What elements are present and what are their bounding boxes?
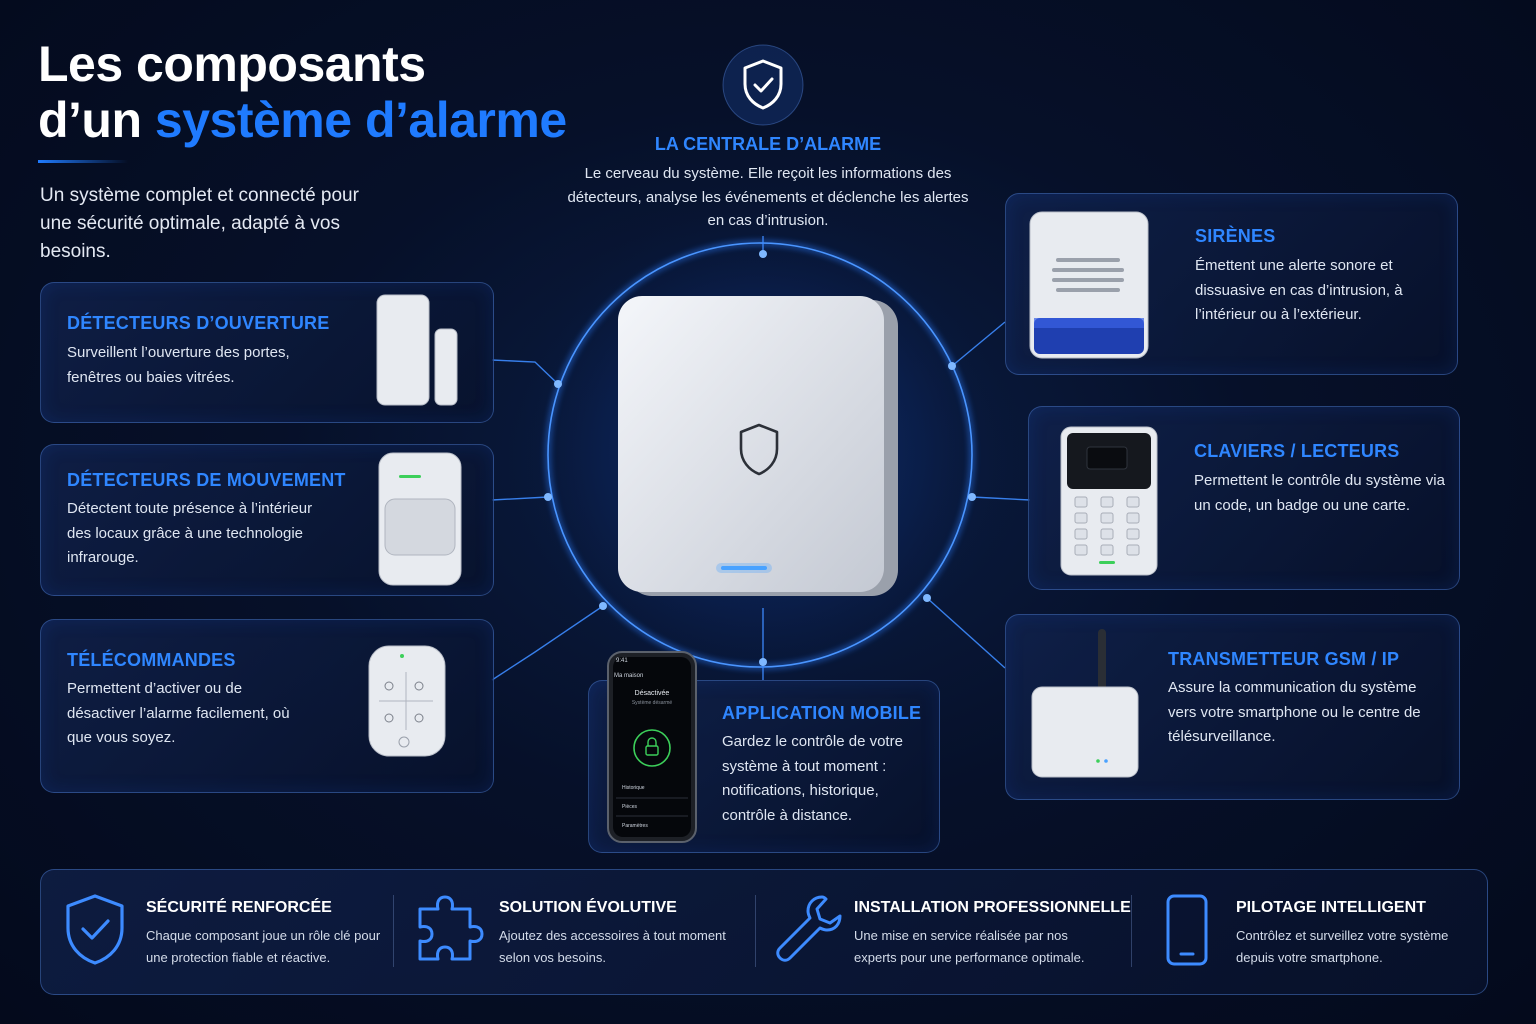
- phone-time: 9:41: [616, 658, 628, 664]
- phone-status: Désactivée: [634, 690, 670, 697]
- motion-detectors-title: DÉTECTEURS DE MOUVEMENT: [67, 470, 346, 490]
- opening-detectors-title: DÉTECTEURS D’OUVERTURE: [67, 313, 330, 333]
- card-sirens: SIRÈNES Émettent une alerte sonore et di…: [1005, 193, 1458, 375]
- central-text: Le cerveau du système. Elle reçoit les i…: [567, 165, 969, 229]
- siren-icon: [1029, 211, 1149, 359]
- card-motion-detectors: DÉTECTEURS DE MOUVEMENT Détectent toute …: [40, 444, 494, 596]
- phone-menu-item: Historique: [622, 785, 645, 791]
- smartphone-icon: [1166, 894, 1208, 966]
- remotes-text: Permettent d’activer ou de désactiver l’…: [67, 680, 290, 746]
- motion-detectors-text: Détectent toute présence à l’intérieur d…: [67, 500, 313, 566]
- remotes-title: TÉLÉCOMMANDES: [67, 650, 236, 670]
- mobile-app-title: APPLICATION MOBILE: [722, 703, 922, 723]
- page-title: Les composants d’un système d’alarme: [38, 36, 567, 148]
- sirens-text: Émettent une alerte sonore et dissuasive…: [1195, 257, 1403, 323]
- title-line-2: d’un système d’alarme: [38, 92, 567, 148]
- card-transmitter: TRANSMETTEUR GSM / IP Assure la communic…: [1005, 614, 1460, 800]
- alarm-central-device: [618, 296, 898, 596]
- title-prefix: d’un: [38, 92, 155, 148]
- transmitter-title: TRANSMETTEUR GSM / IP: [1168, 649, 1400, 669]
- title-underline: [38, 160, 128, 163]
- feature-title: INSTALLATION PROFESSIONNELLE: [854, 899, 1131, 916]
- phone-status-sub: Système désarmé: [631, 700, 673, 706]
- feature-text: Ajoutez des accessoires à tout moment se…: [499, 928, 726, 965]
- feature-title: SOLUTION ÉVOLUTIVE: [499, 899, 677, 916]
- gsm-transmitter-icon: [1031, 629, 1139, 778]
- opening-detectors-text: Surveillent l’ouverture des portes, fenê…: [67, 344, 290, 386]
- feature-text: Chaque composant joue un rôle clé pour u…: [146, 928, 381, 965]
- feature-text: Contrôlez et surveillez votre système de…: [1236, 928, 1449, 965]
- feature-divider: [1131, 895, 1132, 967]
- mobile-app-text: Gardez le contrôle de votre système à to…: [722, 733, 903, 824]
- remote-control-icon: [368, 645, 446, 757]
- keypad-icon: [1060, 426, 1158, 576]
- shield-check-icon: [66, 894, 124, 965]
- card-remotes: TÉLÉCOMMANDES Permettent d’activer ou de…: [40, 619, 494, 793]
- feature-title: PILOTAGE INTELLIGENT: [1236, 899, 1426, 916]
- central-shield-icon: [722, 44, 804, 126]
- phone-menu-item: Paramètres: [622, 823, 648, 829]
- puzzle-icon: [418, 895, 484, 961]
- feature-title: SÉCURITÉ RENFORCÉE: [146, 899, 332, 916]
- wrench-icon: [776, 895, 842, 962]
- title-line-1: Les composants: [38, 36, 426, 92]
- phone-menu-item: Pièces: [622, 804, 638, 810]
- card-keypads: CLAVIERS / LECTEURS Permettent le contrô…: [1028, 406, 1460, 590]
- keypads-title: CLAVIERS / LECTEURS: [1194, 441, 1400, 461]
- card-opening-detectors: DÉTECTEURS D’OUVERTURE Surveillent l’ouv…: [40, 282, 494, 423]
- door-sensor-icon: [376, 294, 458, 406]
- feature-text: Une mise en service réalisée par nos exp…: [854, 928, 1085, 965]
- phone-home-label: Ma maison: [614, 673, 644, 679]
- page-subtitle: Un système complet et connecté pour une …: [40, 185, 359, 262]
- orbit-ring: [547, 242, 973, 668]
- transmitter-text: Assure la communication du système vers …: [1168, 679, 1421, 745]
- keypads-text: Permettent le contrôle du système via un…: [1194, 472, 1445, 514]
- sirens-title: SIRÈNES: [1195, 226, 1276, 246]
- features-bar: [40, 869, 1488, 995]
- feature-divider: [755, 895, 756, 967]
- smartphone-app-icon: [607, 651, 697, 843]
- motion-sensor-icon: [378, 452, 462, 586]
- central-title: LA CENTRALE D’ALARME: [654, 134, 882, 154]
- feature-divider: [393, 895, 394, 967]
- title-accent: système d’alarme: [154, 92, 567, 148]
